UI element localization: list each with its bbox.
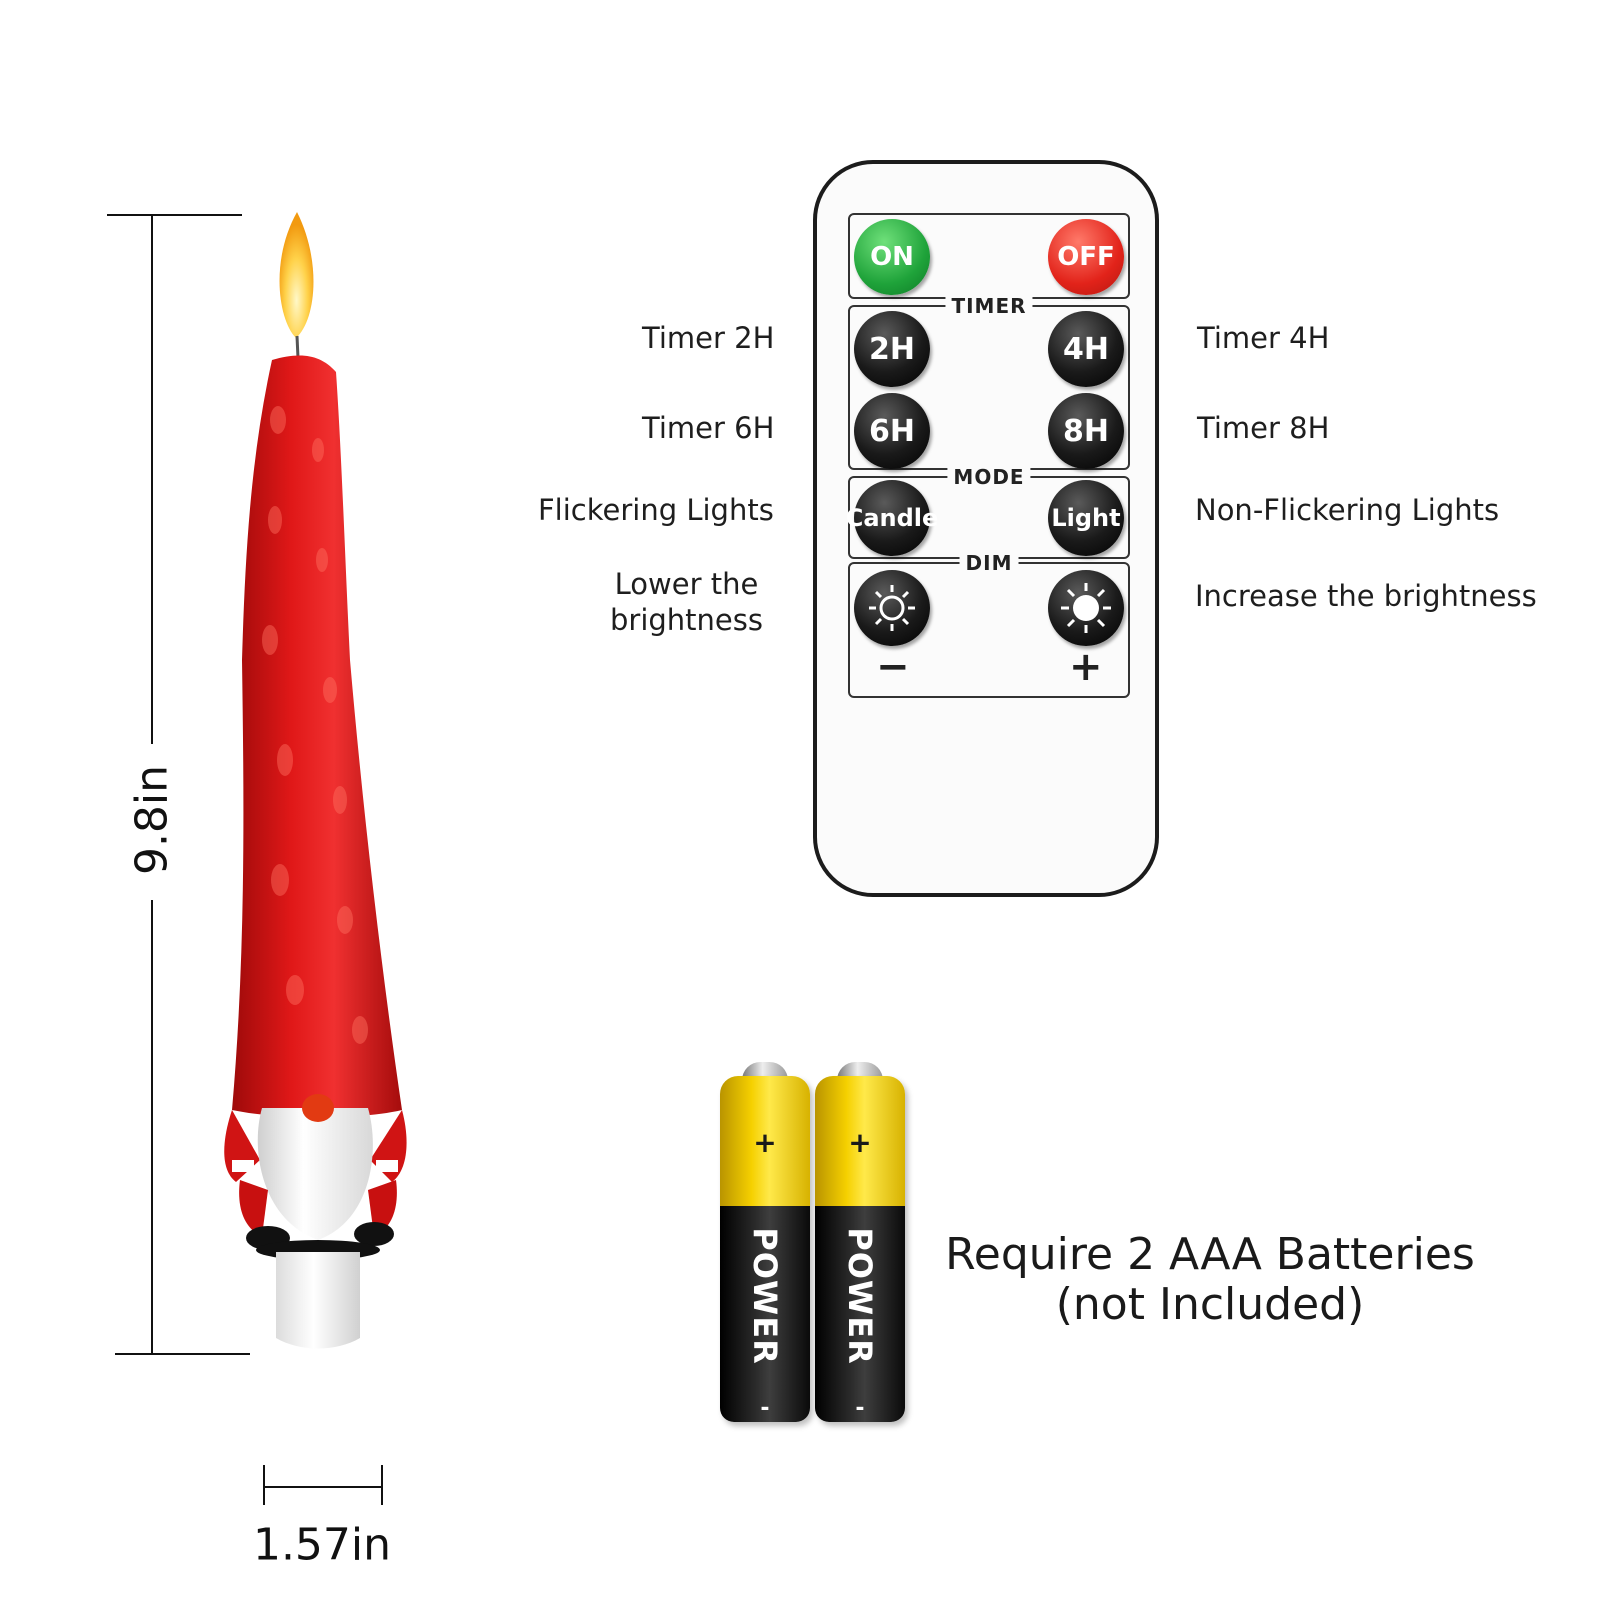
battery-requirement-caption: Require 2 AAA Batteries (not Included)	[945, 1230, 1475, 1330]
candle-base	[276, 1252, 360, 1349]
gnome-nose	[302, 1094, 334, 1122]
width-dimension-label: 1.57in	[252, 1519, 392, 1571]
callout-lower-brightness: Lower the brightness	[610, 566, 763, 638]
battery-brand-label: POWER	[746, 1227, 784, 1365]
callout-lower-line1: Lower the	[614, 567, 759, 601]
sun-bright-icon	[1061, 583, 1111, 633]
battery-minus-sign: -	[855, 1396, 865, 1421]
battery-1: + POWER -	[720, 1062, 810, 1422]
gnome-beard	[257, 1108, 373, 1240]
callout-flickering: Flickering Lights	[538, 493, 774, 527]
timer-2h-button[interactable]: 2H	[854, 311, 930, 387]
dim-minus-sign: −	[876, 644, 910, 690]
height-dimension-bottom-tick	[115, 1353, 250, 1355]
power-panel: ON OFF	[848, 213, 1130, 299]
dim-down-button[interactable]	[854, 570, 930, 646]
mode-panel-title: MODE	[947, 465, 1031, 489]
callout-timer-2h: Timer 2H	[642, 321, 775, 355]
dim-plus-sign: +	[1069, 644, 1103, 690]
sun-dim-icon	[869, 585, 915, 631]
on-button[interactable]: ON	[854, 219, 930, 295]
callout-timer-8h: Timer 8H	[1197, 411, 1330, 445]
mode-panel: MODE Candle Light	[846, 465, 1130, 559]
remote-control: ON OFF TIMER 2H 4H 6H 8H MODE Candle Lig…	[813, 160, 1159, 897]
battery-minus-sign: -	[760, 1396, 770, 1421]
battery-caption-line2: (not Included)	[1055, 1279, 1365, 1330]
timer-8h-button[interactable]: 8H	[1048, 393, 1124, 469]
height-dimension-label: 9.8in	[126, 764, 178, 876]
callout-lower-line2: brightness	[610, 603, 763, 637]
light-mode-button[interactable]: Light	[1048, 480, 1124, 556]
candle-mode-button[interactable]: Candle	[846, 480, 938, 556]
battery-brand-label: POWER	[841, 1227, 879, 1365]
width-dimension-right-tick	[381, 1465, 383, 1505]
flame-icon	[279, 212, 314, 359]
off-button[interactable]: OFF	[1048, 219, 1124, 295]
dim-up-button[interactable]	[1048, 570, 1124, 646]
battery-plus-sign: +	[848, 1126, 872, 1159]
callout-timer-6h: Timer 6H	[642, 411, 775, 445]
battery-caption-line1: Require 2 AAA Batteries	[945, 1229, 1475, 1280]
gnome-hat	[232, 355, 402, 1118]
callout-non-flickering: Non-Flickering Lights	[1195, 493, 1500, 527]
timer-panel: TIMER 2H 4H 6H 8H	[848, 294, 1130, 470]
dim-panel: DIM −	[848, 551, 1130, 698]
timer-panel-title: TIMER	[945, 294, 1033, 318]
timer-4h-button[interactable]: 4H	[1048, 311, 1124, 387]
height-dimension-line-lower	[151, 900, 153, 1353]
dim-panel-title: DIM	[959, 551, 1019, 575]
callout-increase-brightness: Increase the brightness	[1195, 579, 1537, 613]
hat-texture	[262, 406, 368, 1044]
width-dimension-line	[263, 1486, 381, 1488]
battery-2: + POWER -	[815, 1062, 905, 1422]
height-dimension-top-tick	[107, 214, 242, 216]
width-dimension-left-tick	[263, 1465, 265, 1505]
callout-timer-4h: Timer 4H	[1197, 321, 1330, 355]
timer-6h-button[interactable]: 6H	[854, 393, 930, 469]
height-dimension-line-upper	[151, 214, 153, 744]
battery-plus-sign: +	[753, 1126, 777, 1159]
